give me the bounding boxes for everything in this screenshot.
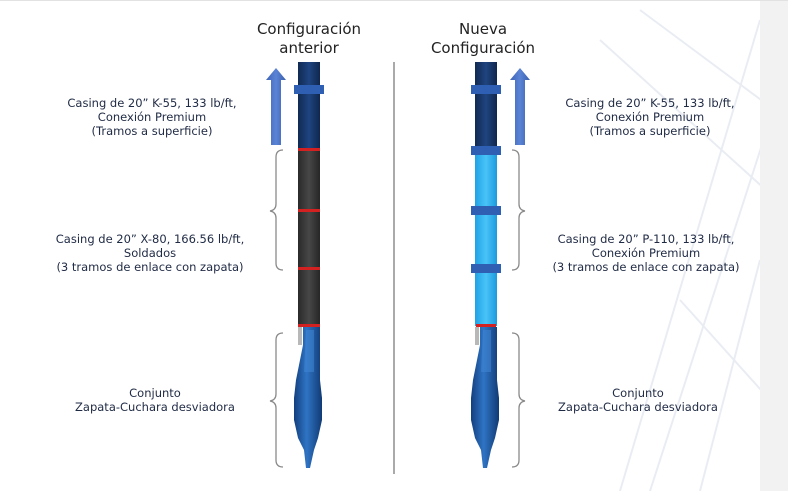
label-line: (3 tramos de enlace con zapata) [56,260,244,274]
right-label-upper-casing: Casing de 20” K-55, 133 lb/ft, Conexión … [538,96,762,138]
label-line: Casing de 20” K-55, 133 lb/ft, [67,96,237,110]
right-title: Nueva Configuración [408,20,558,58]
right-p110-casing [475,150,497,326]
left-weld [298,148,320,151]
label-line: (Tramos a superficie) [589,124,711,138]
left-weld [298,324,320,327]
label-line: Casing de 20” K-55, 133 lb/ft, [565,96,735,110]
left-weld [298,209,320,212]
left-brace-shoe [269,332,284,468]
right-brace-shoe [511,332,526,468]
left-label-upper-casing: Casing de 20” K-55, 133 lb/ft, Conexión … [40,96,264,138]
right-brace-casing [511,149,526,271]
top-border [0,0,788,1]
right-coupling [471,85,501,94]
label-line: Zapata-Cuchara desviadora [558,400,718,414]
left-label-shoe: Conjunto Zapata-Cuchara desviadora [50,386,260,414]
left-title: Configuración anterior [234,20,384,58]
left-brace-casing [269,149,284,271]
label-line: Soldados [123,246,177,260]
left-title-line: anterior [279,39,339,57]
left-label-x80-casing: Casing de 20” X-80, 166.56 lb/ft, Soldad… [30,232,270,274]
left-shoe-highlight [304,330,314,372]
label-line: Casing de 20” X-80, 166.56 lb/ft, [55,232,245,246]
left-up-arrow [266,68,286,145]
right-label-p110-casing: Casing de 20” P-110, 133 lb/ft, Conexión… [528,232,764,274]
right-casing-string [471,62,501,468]
label-line: Conjunto [129,386,181,400]
right-label-shoe: Conjunto Zapata-Cuchara desviadora [530,386,746,414]
right-coupling [471,206,501,215]
right-shoe-collar [475,327,479,345]
left-casing-string [294,62,324,468]
left-coupling [294,85,324,94]
right-shoe-highlight [481,330,491,372]
label-line: Conjunto [612,386,664,400]
label-line: (Tramos a superficie) [91,124,213,138]
label-line: Conexión Premium [595,110,705,124]
left-weld [298,267,320,270]
label-line: (3 tramos de enlace con zapata) [552,260,740,274]
label-line: Conexión Premium [591,246,701,260]
left-shoe-collar [298,327,302,345]
right-up-arrow [510,68,530,145]
label-line: Casing de 20” P-110, 133 lb/ft, [557,232,735,246]
right-title-line: Nueva [458,20,508,38]
right-title-line: Configuración [430,39,536,57]
right-coupling [471,264,501,273]
right-upper-casing [475,62,497,150]
right-margin-panel [760,1,788,491]
label-line: Conexión Premium [97,110,207,124]
label-line: Zapata-Cuchara desviadora [75,400,235,414]
left-title-line: Configuración [256,20,362,38]
right-shoe-assembly [471,327,499,468]
right-coupling [471,146,501,155]
left-upper-casing [298,62,320,150]
left-x80-casing [298,150,320,326]
right-weld [476,324,496,327]
left-shoe-assembly [294,327,322,468]
